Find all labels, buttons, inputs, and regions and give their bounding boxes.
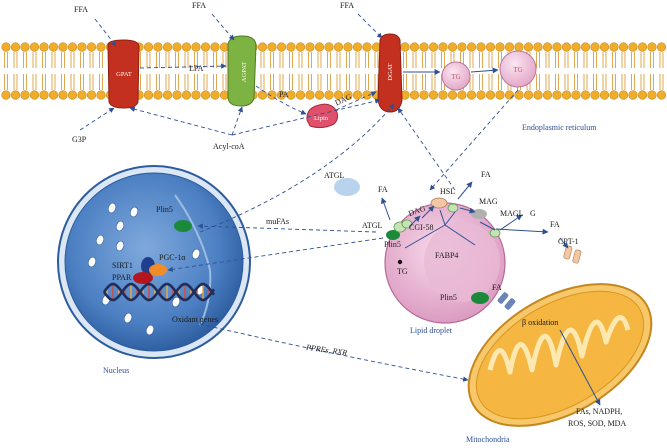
dgat-enzyme: DGAT (377, 33, 403, 113)
g3p-label: G3P (72, 135, 87, 144)
ld-fa-3: FA (550, 220, 560, 229)
ld-plin5-bottom-label: Plin5 (440, 293, 457, 302)
acyl-coa-label: Acyl-coA (213, 142, 245, 151)
mitochondria (467, 283, 653, 427)
mito-outputs-line1: FAs, NADPH, (576, 407, 622, 416)
mitochondria-label: Mitochondria (466, 435, 510, 444)
hsl-label: HSL (440, 187, 455, 196)
fabp4-label: FABP4 (435, 251, 458, 260)
transcription-complex (133, 257, 167, 284)
agpat-label: AGPAT (241, 62, 248, 82)
lipid-droplet (384, 202, 506, 324)
g-label: G (530, 209, 536, 218)
er-label: Endoplasmic reticulum (522, 123, 597, 132)
tg-1-label: TG (451, 73, 460, 81)
ld-arrows (381, 181, 549, 249)
tg-1: TG (441, 61, 471, 91)
mufas-label: muFAs (266, 217, 289, 226)
mito-arrows (559, 237, 601, 406)
gpat-enzyme: GPAT (107, 39, 140, 109)
magl-label: MAGL (500, 209, 524, 218)
mito-fa-label: FA (492, 283, 502, 292)
agpat-enzyme: AGPAT (227, 35, 257, 107)
pgc1a-label: PGC-1α (159, 253, 186, 262)
ld-fa-1: FA (378, 185, 388, 194)
ld-plin5-bottom (471, 292, 489, 304)
nucleus-plin5-label: Plin5 (156, 205, 173, 214)
lipin-label: Lipin (314, 115, 329, 122)
signal-arrows (167, 89, 519, 382)
ld-fa-2: FA (481, 170, 491, 179)
beta-oxidation-label: β oxidation (522, 318, 558, 327)
ld-surface-proteins (386, 197, 501, 265)
mito-outputs-line2: ROS, SOD, MDA (568, 419, 626, 428)
er-arrows (79, 13, 499, 136)
dgat-label: DGAT (387, 63, 394, 80)
cpt1-label: CPT-1 (558, 237, 579, 246)
ffa-label-3: FFA (340, 1, 354, 10)
nucleus-plin5 (174, 220, 192, 232)
ld-plin5-top-label: Plin5 (384, 240, 401, 249)
ld-label: Lipid droplet (410, 326, 453, 335)
ld-tg-label: TG (397, 267, 408, 276)
atgl-free (334, 178, 360, 196)
pa-label: PA (279, 90, 289, 99)
nuclear-pores (87, 202, 205, 336)
nucleus-label: Nucleus (103, 366, 129, 375)
mito-transporters (497, 245, 582, 310)
dna-helix (102, 282, 216, 302)
ld-atgl-label: ATGL (362, 221, 383, 230)
mag-label: MAG (479, 197, 498, 206)
er-membrane (1, 42, 667, 100)
ffa-label-2: FFA (192, 1, 206, 10)
cgi58-label: CGI-58 (409, 223, 433, 232)
ffa-label-1: FFA (74, 5, 88, 14)
lipin-enzyme: Lipin (306, 103, 339, 129)
lpa-label: LPA (189, 64, 204, 73)
atgl-free-label: ATGL (324, 171, 345, 180)
sirt1-label: SIRT1 (112, 261, 133, 270)
gpat-label: GPAT (116, 71, 132, 78)
tg-2: TG (499, 50, 537, 88)
oxidant-genes-label: Oxidant genes (172, 315, 218, 324)
ppar-label: PPAR (112, 273, 132, 282)
ppres-label: PPREs, RXR (305, 343, 348, 358)
tg-2-label: TG (513, 66, 522, 74)
